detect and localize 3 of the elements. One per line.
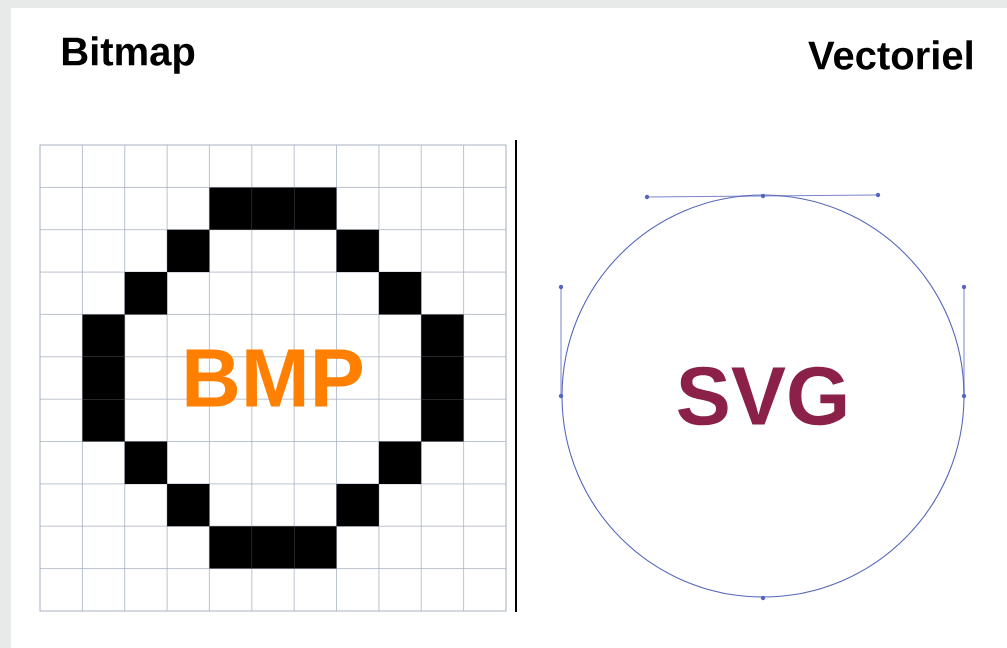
pixel-grid: BMP (39, 144, 507, 612)
heading: Bitmap (62, 36, 195, 74)
heading: Vectoriel (808, 40, 972, 70)
